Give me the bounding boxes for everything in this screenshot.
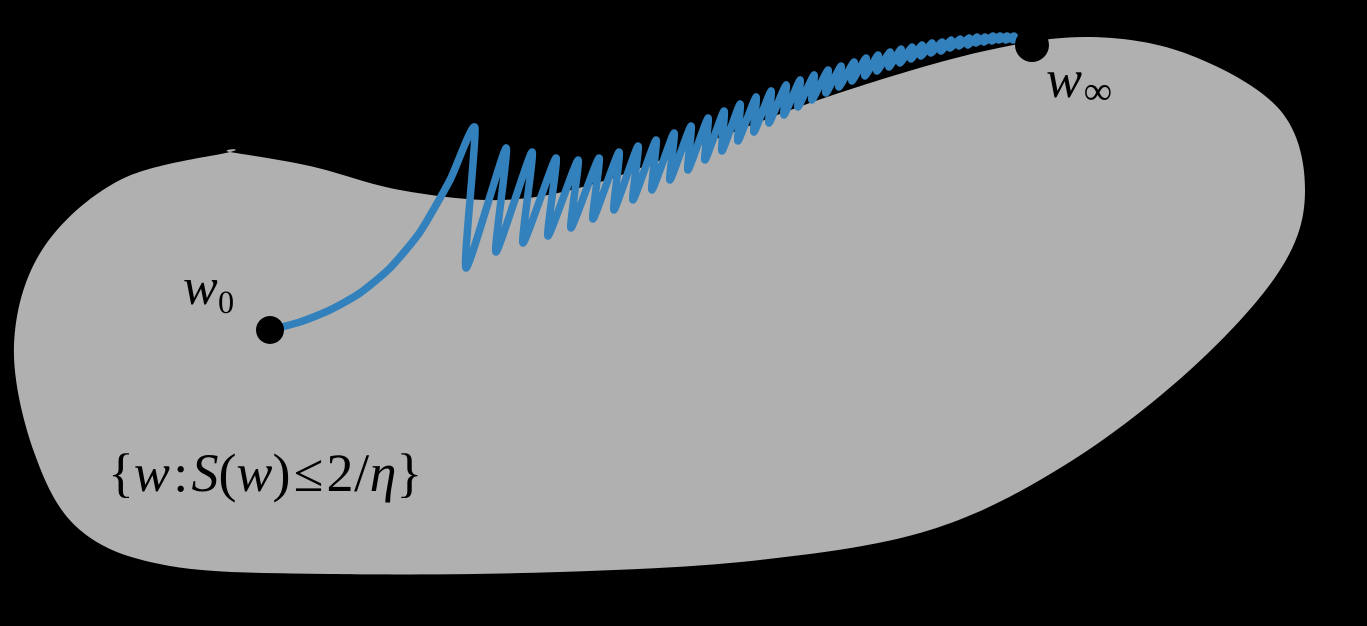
close-brace-glyph: } bbox=[396, 443, 423, 503]
start-point-subscript: 0 bbox=[218, 284, 235, 321]
limit-point-label: w∞ bbox=[1046, 52, 1112, 111]
open-brace-glyph: { bbox=[108, 443, 134, 503]
set-variable: w bbox=[133, 443, 170, 503]
fraction-slash-glyph: / bbox=[354, 443, 370, 503]
sublevel-set-region bbox=[13, 36, 1306, 575]
w0-marker-dot bbox=[256, 316, 284, 344]
close-paren-glyph: ) bbox=[272, 443, 291, 503]
threshold-numerator: 2 bbox=[326, 443, 354, 503]
less-or-equal-glyph: ≤ bbox=[293, 443, 324, 503]
infinity-symbol: ∞ bbox=[1083, 68, 1113, 114]
open-paren-glyph: ( bbox=[218, 443, 237, 503]
step-size-eta: η bbox=[369, 443, 397, 503]
sharpness-function-name: S bbox=[191, 443, 219, 503]
start-point-variable: w bbox=[183, 259, 218, 316]
colon-glyph: : bbox=[173, 443, 189, 503]
start-point-label: w0 bbox=[183, 259, 235, 321]
winf-marker-dot bbox=[1015, 28, 1049, 62]
sublevel-set-label: {w:S(w)≤2/η} bbox=[108, 446, 422, 500]
limit-point-variable: w bbox=[1046, 49, 1083, 109]
trajectory-curve bbox=[266, 32, 1036, 334]
function-argument: w bbox=[236, 443, 273, 503]
